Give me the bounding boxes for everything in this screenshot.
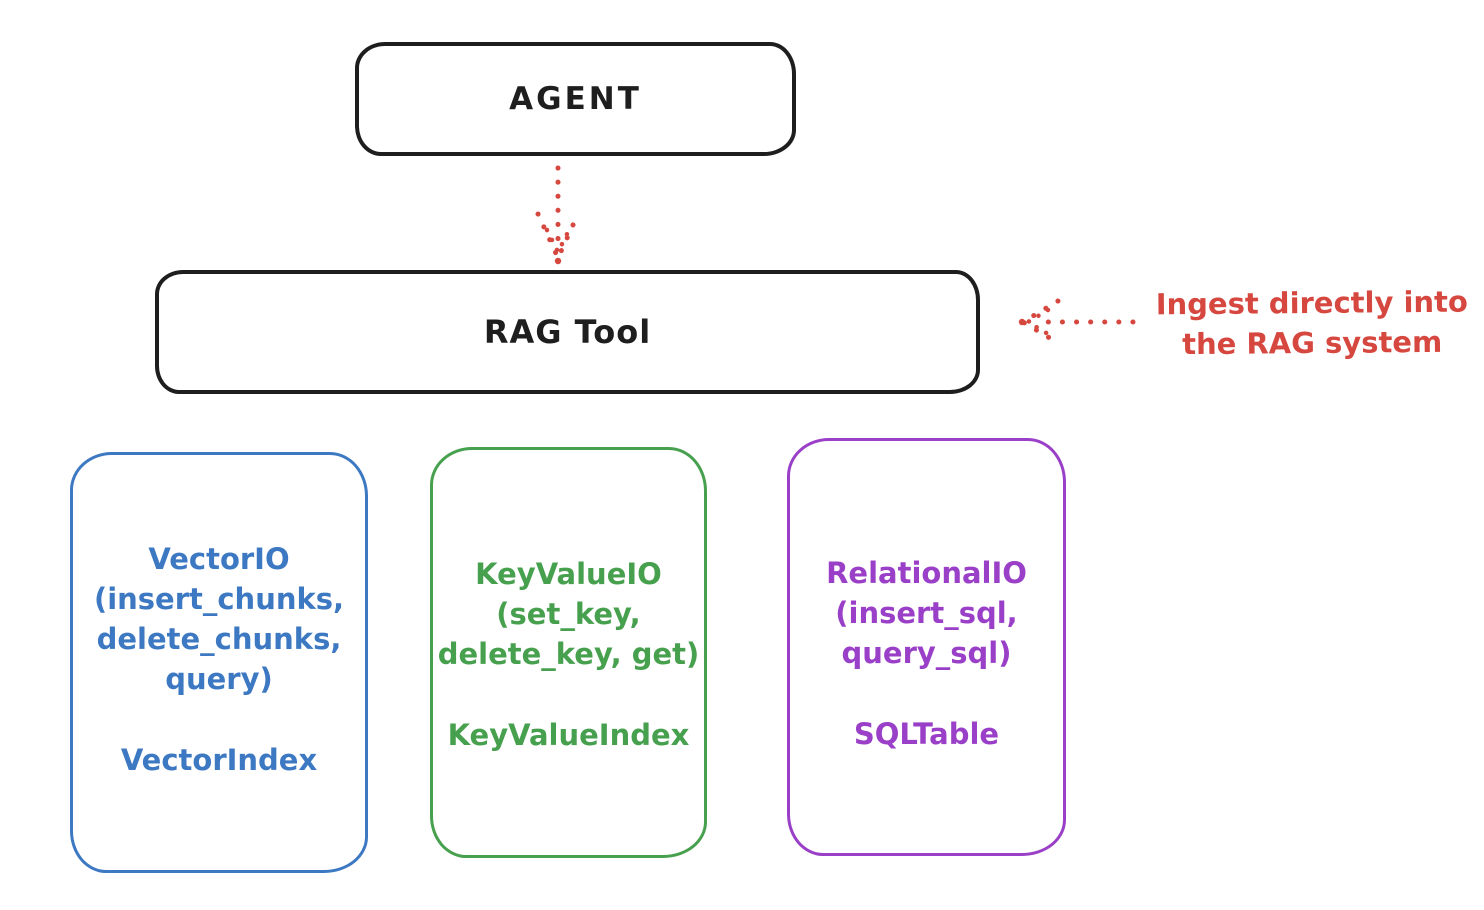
vector-io-line: query): [165, 662, 273, 696]
agent-label: AGENT: [509, 81, 642, 117]
relational-io-line: query_sql): [841, 636, 1012, 670]
relational-io-box: RelationalIO (insert_sql, query_sql) SQL…: [787, 438, 1066, 856]
keyvalue-io-box: KeyValueIO (set_key, delete_key, get) Ke…: [430, 447, 707, 858]
relational-io-line: (insert_sql,: [835, 596, 1018, 630]
ingest-annotation-line1: Ingest directly into: [1155, 284, 1469, 322]
vector-io-line: VectorIO: [148, 542, 290, 576]
vector-io-box: VectorIO (insert_chunks, delete_chunks, …: [70, 452, 368, 873]
keyvalue-io-line: delete_key, get): [437, 637, 700, 671]
vector-io-text: VectorIO (insert_chunks, delete_chunks, …: [73, 455, 365, 780]
dotted-arrow-down-icon: [535, 165, 581, 265]
dotted-arrow-left-icon: [1018, 298, 1136, 346]
relational-io-line: RelationalIO: [826, 556, 1027, 590]
ingest-annotation: Ingest directly into the RAG system: [1140, 282, 1484, 365]
vector-io-line: delete_chunks,: [96, 622, 342, 656]
relational-io-text: RelationalIO (insert_sql, query_sql) SQL…: [790, 441, 1063, 754]
vector-index-label: VectorIndex: [120, 743, 318, 777]
keyvalue-io-line: (set_key,: [496, 597, 641, 631]
rag-tool-box: RAG Tool: [155, 270, 980, 394]
agent-box: AGENT: [355, 42, 796, 156]
rag-tool-label: RAG Tool: [483, 313, 652, 351]
keyvalue-io-line: KeyValueIO: [475, 557, 662, 591]
keyvalue-io-text: KeyValueIO (set_key, delete_key, get) Ke…: [433, 450, 704, 755]
keyvalue-index-label: KeyValueIndex: [447, 718, 690, 752]
ingest-annotation-line2: the RAG system: [1181, 324, 1443, 362]
sql-table-label: SQLTable: [853, 717, 1000, 751]
vector-io-line: (insert_chunks,: [93, 582, 345, 616]
